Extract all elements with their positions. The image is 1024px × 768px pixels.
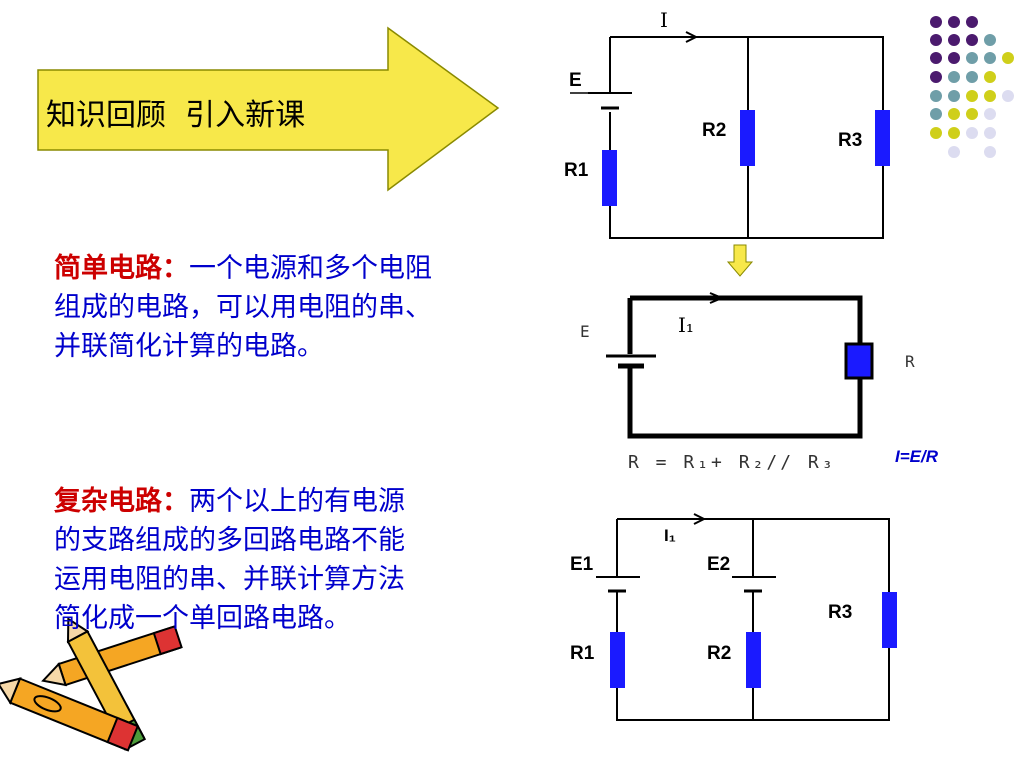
c3-e2-label: E2 (707, 554, 731, 575)
pencils-clipart (0, 617, 183, 752)
resistor-r2-complex (746, 632, 761, 688)
c1-r1-label: R1 (564, 160, 589, 181)
simple-circuit-paragraph: 简单电路：一个电源和多个电阻 组成的电路，可以用电阻的串、 并联简化计算的电路。 (54, 249, 544, 366)
simple-circuit-text-1: 一个电源和多个电阻 (189, 253, 432, 284)
resistor-r-equivalent (844, 342, 874, 380)
complex-circuit-text-1: 两个以上的有电源 (189, 486, 405, 517)
resistor-r1-complex (610, 632, 625, 688)
c1-r3-label: R3 (838, 130, 863, 151)
resistor-r3 (875, 110, 890, 166)
circuit-diagram-simplified (606, 292, 863, 439)
banner-title: 知识回顾 引入新课 (46, 98, 306, 133)
c3-e1-label: E1 (570, 554, 594, 575)
c1-current-label: I (660, 8, 668, 32)
complex-circuit-text-3: 运用电阻的串、并联计算方法 (54, 564, 405, 595)
c1-r2-label: R2 (702, 120, 727, 141)
c2-current-label: I₁ (678, 313, 694, 337)
c3-r3-label: R3 (828, 602, 853, 623)
complex-circuit-paragraph: 复杂电路：两个以上的有电源 的支路组成的多回路电路不能 运用电阻的串、并联计算方… (54, 482, 524, 638)
simple-circuit-text-3: 并联简化计算的电路。 (54, 331, 324, 362)
resistor-r3-complex (882, 592, 897, 648)
equivalent-resistance-formula: R = R₁+ R₂// R₃ (628, 452, 836, 473)
simple-circuit-term: 简单电路： (54, 253, 189, 284)
complex-circuit-term: 复杂电路： (54, 486, 189, 517)
c3-r2-label: R2 (707, 643, 732, 664)
simple-circuit-text-2: 组成的电路，可以用电阻的串、 (54, 292, 432, 323)
c3-current-label: I₁ (664, 526, 676, 545)
c2-resistor-label: R (905, 352, 915, 371)
decorative-dot-grid (930, 16, 1014, 158)
resistor-r2 (740, 110, 755, 166)
c3-r1-label: R1 (570, 643, 595, 664)
resistor-r1 (602, 150, 617, 206)
down-arrow-icon (726, 244, 754, 277)
complex-circuit-text-2: 的支路组成的多回路电路不能 (54, 525, 405, 556)
c1-source-label: E (569, 70, 582, 91)
circuit-diagram-parallel (570, 31, 884, 239)
complex-circuit-text-4: 简化成一个单回路电路。 (54, 603, 351, 634)
ohms-law-formula: I=E/R (895, 447, 938, 466)
banner-arrow (37, 26, 500, 192)
c2-source-label: E (580, 322, 590, 341)
